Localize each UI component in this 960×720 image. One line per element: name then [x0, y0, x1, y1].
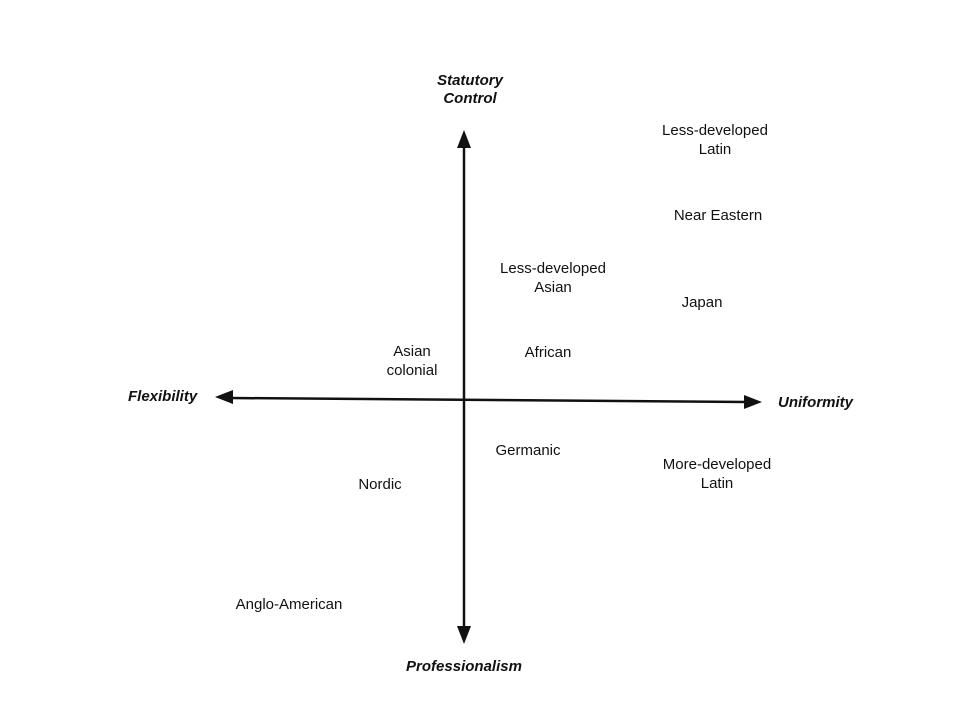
arrow-up-icon [457, 130, 471, 148]
cluster-nordic: Nordic [345, 475, 415, 494]
axis-label-bottom-text: Professionalism [406, 658, 522, 675]
cluster-less-developed-asian: Less-developed Asian [488, 259, 618, 297]
cluster-line: Asian [393, 343, 431, 360]
axis-label-top: Statutory Control [430, 72, 510, 108]
horizontal-axis-line [229, 396, 747, 404]
cluster-germanic: Germanic [483, 441, 573, 460]
axis-label-top-line-1: Statutory [437, 72, 503, 89]
cluster-anglo-american: Anglo-American [224, 595, 354, 614]
arrow-left-icon [215, 390, 233, 404]
cluster-line: colonial [386, 362, 438, 379]
cluster-line: Less-developed [500, 260, 606, 277]
cluster-line: Germanic [495, 442, 561, 459]
arrow-right-icon [744, 395, 762, 409]
axis-label-left: Flexibility [128, 388, 197, 406]
cluster-asian-colonial: Asian colonial [375, 342, 449, 380]
cluster-line: Less-developed [662, 122, 768, 139]
cluster-line: African [524, 344, 572, 361]
axis-label-bottom: Professionalism [394, 658, 534, 676]
arrow-down-icon [457, 626, 471, 644]
cluster-line: More-developed [662, 456, 772, 473]
cluster-african: African [508, 343, 588, 362]
cluster-more-developed-latin: More-developed Latin [650, 455, 784, 493]
cluster-line: Japan [681, 294, 723, 311]
cluster-less-developed-latin: Less-developed Latin [650, 121, 780, 159]
cluster-japan: Japan [667, 293, 737, 312]
cluster-line: Nordic [358, 476, 402, 493]
cluster-line: Latin [700, 475, 734, 492]
cluster-line: Anglo-American [235, 596, 343, 613]
cluster-line: Near Eastern [673, 207, 763, 224]
axis-label-right: Uniformity [778, 394, 853, 412]
cluster-line: Latin [698, 141, 732, 158]
axis-label-right-text: Uniformity [778, 394, 853, 411]
axis-label-left-text: Flexibility [128, 388, 198, 405]
cluster-line: Asian [534, 279, 572, 296]
axis-label-top-line-2: Control [443, 90, 497, 107]
cluster-near-eastern: Near Eastern [658, 206, 778, 225]
